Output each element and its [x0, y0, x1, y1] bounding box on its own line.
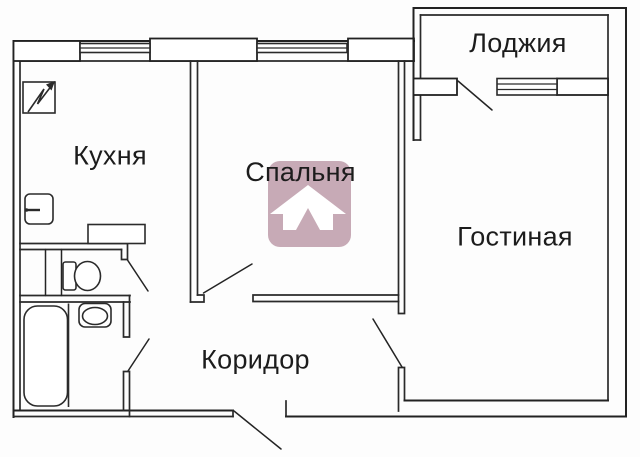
kitchen-counter [87, 223, 146, 245]
living-door-swing [372, 318, 403, 368]
wall-pier [12, 40, 81, 62]
bathroom-door-swing [127, 338, 150, 372]
house-icon [270, 185, 346, 230]
wc-door-swing [126, 259, 149, 292]
loggia-window-icon [496, 77, 558, 96]
label-loggia: Лоджия [469, 28, 566, 58]
kitchen-window-icon [79, 42, 151, 54]
watermark [268, 161, 351, 247]
wall-pier [347, 37, 415, 62]
stove-icon [22, 81, 56, 114]
label-corridor: Коридор [201, 345, 310, 375]
interior-walls [19, 60, 609, 450]
label-living: Гостиная [457, 222, 573, 252]
wall-pier [149, 37, 258, 62]
label-bedroom: Спальня [245, 157, 356, 187]
loggia-walls [412, 7, 627, 141]
kitchen-sink-icon [24, 193, 54, 225]
vent-shaft-lines [44, 248, 63, 297]
entrance-door-swing [233, 410, 282, 450]
bathtub-icon [23, 303, 70, 407]
washbasin-icon [78, 302, 112, 328]
bedroom-door-swing [202, 263, 253, 294]
label-kitchen: Кухня [73, 141, 147, 171]
facade-windows [12, 37, 415, 62]
fixtures [22, 81, 146, 407]
toilet-icon [62, 260, 102, 292]
bedroom-window-icon [256, 42, 348, 54]
balcony-door-swing [457, 80, 493, 111]
room-labels: Лоджия Кухня Спальня Гостиная Коридор [73, 28, 573, 375]
